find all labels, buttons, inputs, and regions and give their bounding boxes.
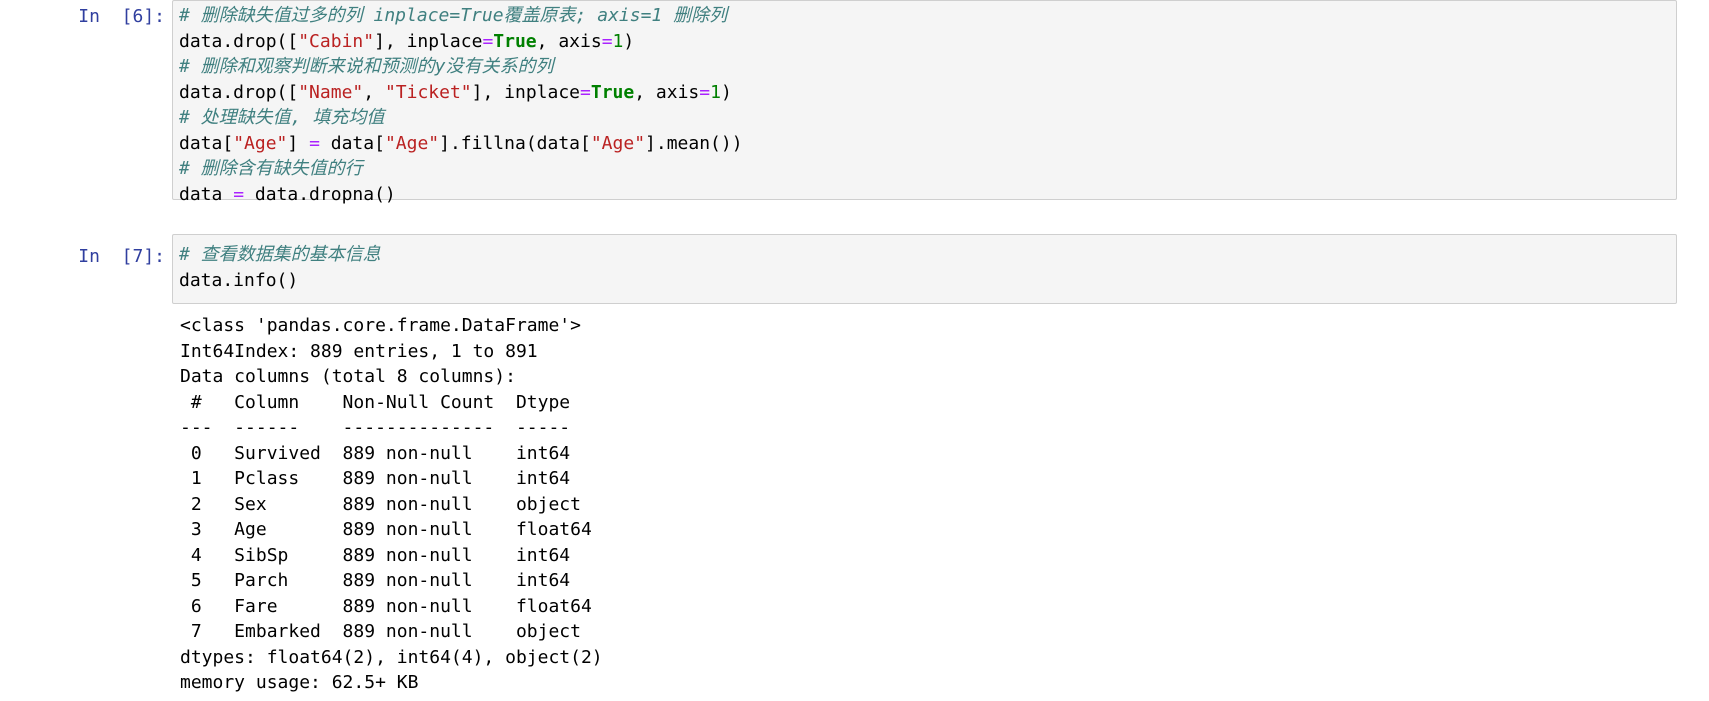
code-line: data.info() [179, 268, 1670, 294]
output-line: 6 Fare 889 non-null float64 [180, 595, 592, 617]
output-line: 3 Age 889 non-null float64 [180, 519, 592, 540]
output-line: 0 Survived 889 non-null int64 [180, 442, 592, 464]
output-line: 7 Embarked 889 non-null object [180, 621, 592, 642]
code-token-str: "Age" [233, 132, 288, 154]
output-line: 2 Sex 889 non-null object [180, 493, 592, 515]
code-token-comment: # 删除含有缺失值的行 [179, 158, 363, 179]
code-token-comment: # 查看数据集的基本信息 [179, 244, 381, 265]
code-token-plain: ] [287, 132, 310, 154]
code-token-op: = [699, 81, 711, 103]
code-token-str: "Ticket" [384, 81, 472, 103]
code-token-str: "Age" [590, 132, 646, 154]
code-cell-6[interactable]: In [6]: # 删除缺失值过多的列 inplace=True覆盖原表; ax… [0, 0, 1709, 205]
code-token-comment: # 删除和观察判断来说和预测的y没有关系的列 [179, 56, 554, 77]
code-line: data["Age"] = data["Age"].fillna(data["A… [179, 131, 1670, 157]
output-line: Data columns (total 8 columns): [180, 366, 516, 387]
code-line: # 删除含有缺失值的行 [179, 156, 1670, 182]
output-line: 1 Pclass 889 non-null int64 [180, 468, 592, 489]
code-token-kw: True [493, 30, 537, 52]
cell-prompt: In [7]: [78, 246, 165, 267]
output-line: 5 Parch 889 non-null int64 [180, 570, 592, 591]
output-line: dtypes: float64(2), int64(4), object(2) [180, 646, 603, 668]
code-token-num: 1 [710, 81, 721, 103]
code-line: data.drop(["Cabin"], inplace=True, axis=… [179, 29, 1670, 55]
code-line: # 删除和观察判断来说和预测的y没有关系的列 [179, 54, 1670, 80]
cell-output-area: <class 'pandas.core.frame.DataFrame'> Int… [172, 313, 1677, 696]
code-line: # 查看数据集的基本信息 [179, 242, 1670, 268]
code-token-plain: ) [720, 81, 732, 103]
code-token-str: "Cabin" [298, 30, 375, 52]
code-token-op: = [580, 81, 591, 103]
code-token-plain: data.drop([ [179, 81, 299, 103]
output-line: memory usage: 62.5+ KB [180, 672, 419, 693]
code-token-plain: data[ [179, 132, 234, 154]
code-token-plain: ].fillna(data[ [439, 132, 591, 154]
code-token-plain: , [363, 81, 385, 103]
code-token-plain: ], inplace [471, 81, 581, 103]
code-token-plain: ) [623, 30, 635, 52]
code-line: # 删除缺失值过多的列 inplace=True覆盖原表; axis=1 删除列 [179, 3, 1670, 29]
code-line: data.drop(["Name", "Ticket"], inplace=Tr… [179, 80, 1670, 106]
code-token-comment: # 处理缺失值, 填充均值 [179, 107, 385, 128]
output-line: # Column Non-Null Count Dtype [180, 391, 592, 413]
output-line: 4 SibSp 889 non-null int64 [180, 544, 592, 566]
code-line: data = data.dropna() [179, 182, 1670, 208]
code-token-plain: data.dropna() [244, 183, 396, 205]
output-line: Int64Index: 889 entries, 1 to 891 [180, 340, 538, 362]
output-line: <class 'pandas.core.frame.DataFrame'> [180, 315, 581, 336]
code-token-op: = [309, 132, 320, 154]
code-token-kw: True [590, 81, 635, 103]
code-token-op: = [601, 30, 613, 52]
output-line: --- ------ -------------- ----- [180, 417, 592, 438]
code-token-plain: ], inplace [374, 30, 483, 52]
code-token-comment: # 删除缺失值过多的列 inplace=True覆盖原表; axis=1 删除列 [179, 5, 728, 26]
code-token-plain: data.info() [179, 269, 299, 291]
code-cell-7[interactable]: In [7]: # 查看数据集的基本信息 data.info() <class '… [0, 234, 1709, 701]
code-token-plain: , axis [634, 81, 700, 103]
code-input-area[interactable]: # 删除缺失值过多的列 inplace=True覆盖原表; axis=1 删除列… [172, 0, 1677, 205]
code-token-op: = [482, 30, 494, 52]
code-token-str: "Age" [384, 132, 440, 154]
cell-prompt: In [6]: [78, 6, 165, 27]
code-token-num: 1 [612, 30, 624, 52]
code-token-plain: data.drop([ [179, 30, 299, 52]
code-input-area[interactable]: # 查看数据集的基本信息 data.info() [172, 234, 1677, 304]
code-token-op: = [233, 183, 245, 205]
code-line: # 处理缺失值, 填充均值 [179, 105, 1670, 131]
code-token-plain: , axis [536, 30, 602, 52]
code-token-plain: data [179, 183, 234, 205]
code-token-plain: data[ [319, 132, 385, 154]
code-token-str: "Name" [298, 81, 364, 103]
code-token-plain: ].mean()) [645, 132, 743, 154]
